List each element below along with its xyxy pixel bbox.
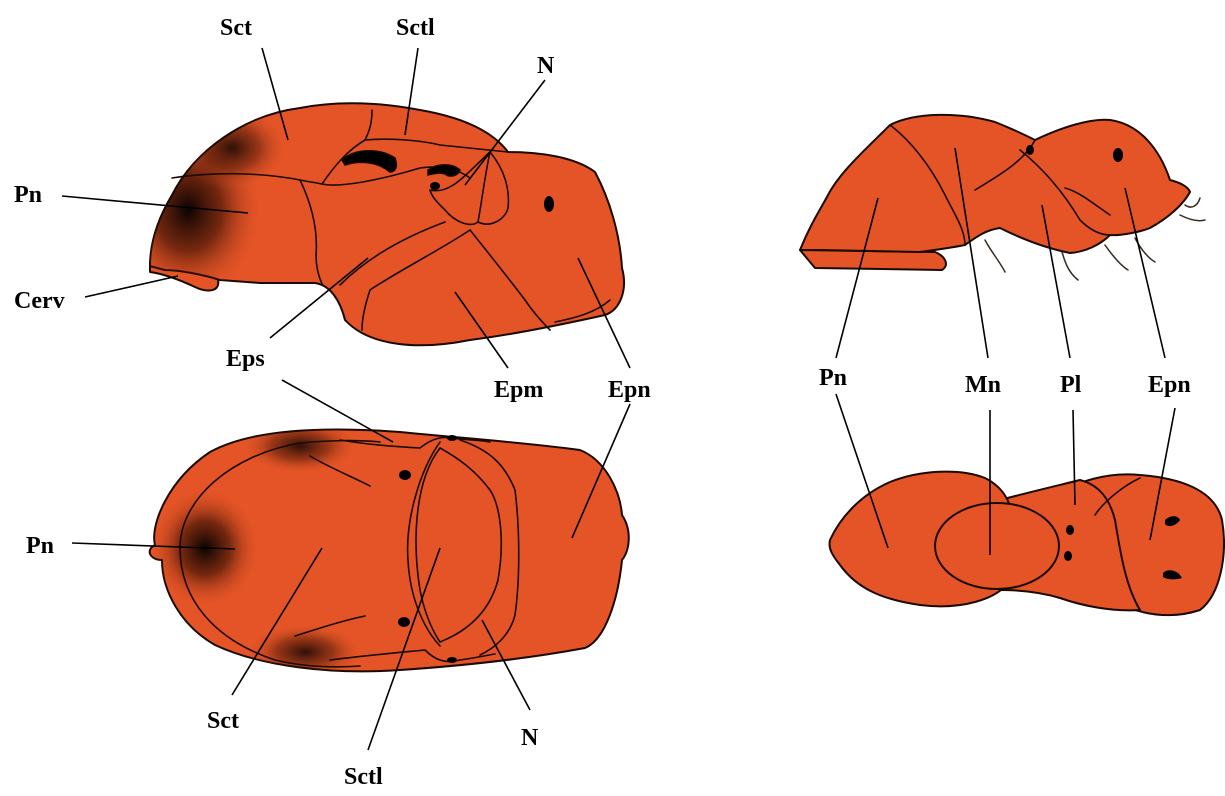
- hair-6: [1180, 215, 1205, 221]
- dorsal-upper-shading: [242, 418, 358, 474]
- right-dorsal-spiracle-1: [1066, 525, 1074, 535]
- label-dorsal-n: N: [521, 725, 539, 751]
- label-right-epn: Epn: [1148, 372, 1191, 398]
- label-lateral-sct: Sct: [220, 15, 252, 41]
- lateral-propodeal-spiracle: [544, 196, 554, 212]
- leader-lat-cerv: [85, 276, 178, 297]
- label-lateral-eps: Eps: [226, 346, 265, 372]
- dorsal-spiracle-bottom-right: [447, 657, 457, 663]
- label-lateral-epm: Epm: [494, 377, 543, 403]
- label-right-mn: Mn: [965, 372, 1001, 398]
- right-dorsal-spiracle-2: [1064, 551, 1072, 561]
- right-dorsal-view: [829, 472, 1223, 616]
- hair-3: [1105, 245, 1128, 270]
- hair-2: [1062, 252, 1078, 280]
- label-dorsal-sctl: Sctl: [344, 764, 383, 790]
- hair-5: [1185, 198, 1200, 207]
- right-propodeal-spiracle: [1113, 148, 1123, 162]
- label-lateral-n: N: [537, 53, 555, 79]
- label-right-pn: Pn: [819, 365, 847, 391]
- right-lateral-ventral-plate: [800, 250, 946, 270]
- lateral-metathoracic-spiracle: [428, 165, 460, 176]
- label-lateral-pn: Pn: [14, 182, 42, 208]
- label-lateral-epn: Epn: [608, 377, 651, 403]
- label-lateral-sctl: Sctl: [396, 15, 435, 41]
- dorsal-spiracle-lower: [398, 617, 410, 627]
- right-dorsal-mesonotal-disc: [935, 503, 1059, 589]
- lateral-scutum-shading: [177, 106, 287, 190]
- lateral-small-spiracle: [430, 182, 440, 190]
- right-lateral-mesosoma-outline: [800, 115, 1190, 253]
- right-mesothoracic-spiracle: [1026, 145, 1034, 155]
- label-dorsal-sct: Sct: [207, 708, 239, 734]
- dorsal-spiracle-top-right: [447, 435, 457, 441]
- label-dorsal-pn: Pn: [26, 533, 54, 559]
- label-right-pl: Pl: [1060, 372, 1082, 398]
- label-lateral-cerv: Cerv: [14, 288, 65, 314]
- dorsal-spiracle-upper: [399, 470, 411, 480]
- hair-1: [985, 240, 1005, 272]
- lateral-view-mesosoma: [113, 103, 624, 345]
- right-lateral-view: [800, 115, 1205, 280]
